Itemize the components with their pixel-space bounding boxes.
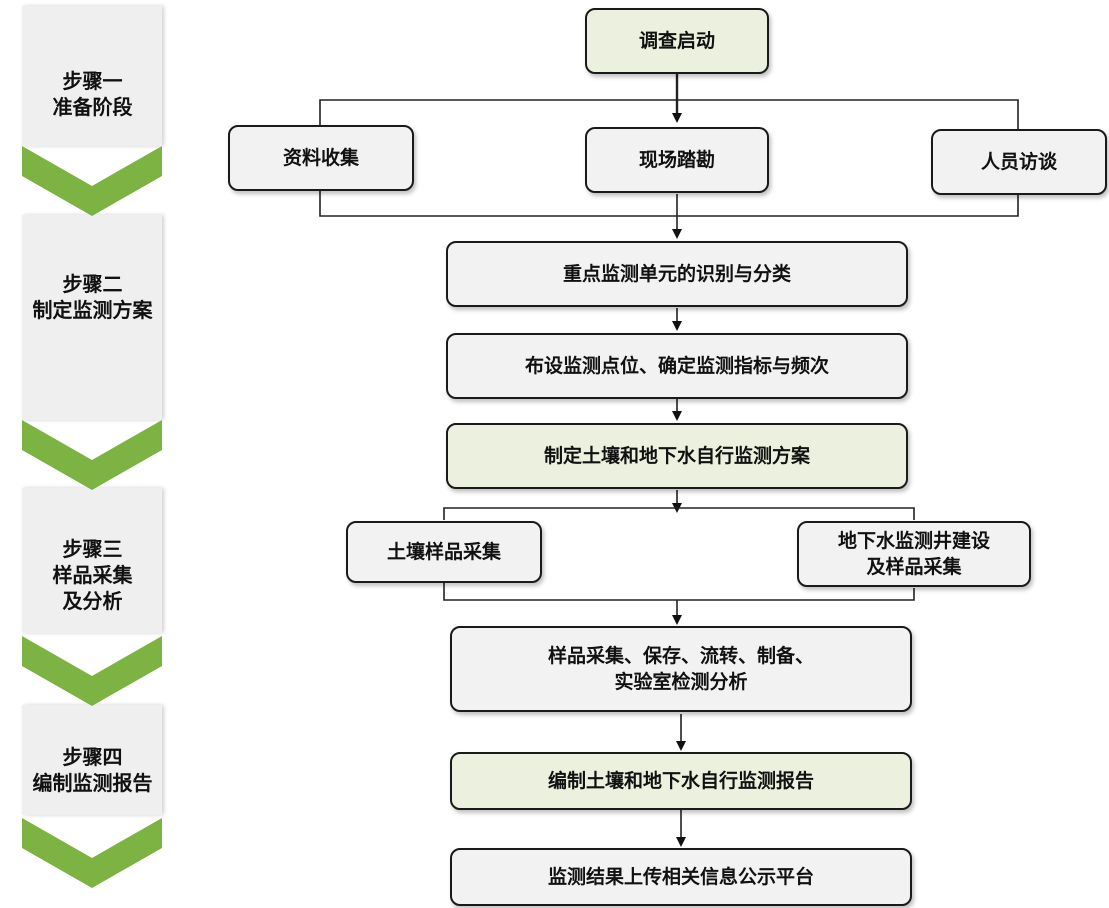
bracket-top-1 [319,99,1019,130]
step-2-label: 步骤二 制定监测方案 [32,272,153,322]
node-collect: 资料收集 [228,125,414,191]
node-identify: 重点监测单元的识别与分类 [446,241,908,307]
bracket-top-2 [443,507,915,520]
chevron-2 [22,420,162,490]
node-analysis: 样品采集、保存、流转、制备、 实验室检测分析 [450,626,912,712]
node-publish: 监测结果上传相关信息公示平台 [450,848,912,906]
node-soil: 土壤样品采集 [346,521,542,583]
step-4-label: 步骤四 编制监测报告 [32,745,153,795]
chevron-1 [22,146,162,216]
node-start: 调查启动 [585,8,769,74]
bracket-bottom-1 [319,190,1019,217]
step-strip-1 [22,6,162,146]
chevron-4 [22,818,162,888]
chevron-3 [22,636,162,706]
node-layout: 布设监测点位、确定监测指标与频次 [446,333,908,399]
step-strip-3 [22,488,162,633]
node-plan: 制定土壤和地下水自行监测方案 [446,423,908,489]
step-strip-4 [22,705,162,815]
step-strip-2 [22,215,162,420]
node-survey: 现场踏勘 [585,127,769,193]
node-report: 编制土壤和地下水自行监测报告 [450,752,912,810]
step-1-label: 步骤一 准备阶段 [52,69,133,119]
node-groundwater: 地下水监测井建设 及样品采集 [797,521,1031,587]
node-interview: 人员访谈 [931,129,1107,195]
step-3-label: 步骤三 样品采集 及分析 [52,537,133,613]
bracket-bottom-2 [443,582,915,601]
